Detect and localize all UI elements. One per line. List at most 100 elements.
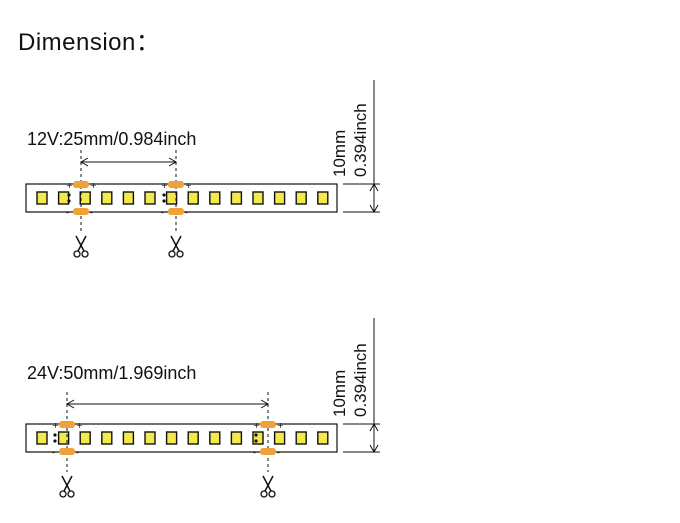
scissors-icon [59, 475, 75, 498]
led-chip [230, 191, 243, 205]
led-chip [101, 431, 113, 445]
led-chip [122, 431, 135, 445]
copper-pad [260, 448, 276, 455]
plus-sign-icon: + [66, 181, 73, 190]
solder-dot [67, 193, 71, 197]
led-strip [25, 423, 338, 453]
page-title: Dimension： [18, 29, 161, 56]
scissors-handle [168, 250, 176, 258]
minus-sign-icon: - [66, 208, 69, 217]
scissors-blade [63, 475, 73, 492]
scissors-blade [264, 475, 274, 492]
strip-outline [25, 423, 338, 453]
led-chip [36, 191, 48, 205]
strip-width-mm: 10mm [330, 130, 349, 177]
scissors-blade [61, 475, 71, 492]
led-chip [144, 431, 156, 445]
arrow-down-icon [369, 204, 379, 214]
arrow-down-icon [369, 444, 379, 454]
strip-width-mm: 10mm [330, 370, 349, 417]
minus-sign-icon: - [52, 448, 55, 457]
led-chip [165, 431, 178, 445]
plus-sign-icon: + [185, 181, 192, 190]
plus-sign-icon: + [76, 421, 83, 430]
scissors-handle [59, 490, 67, 498]
copper-pad [168, 181, 184, 188]
copper-pad [73, 181, 89, 188]
arrow-up-icon [369, 422, 379, 432]
led-chip [273, 191, 286, 205]
led-chip [295, 431, 307, 445]
cut-mark: + + - - [66, 150, 97, 258]
copper-pad [59, 421, 75, 428]
cut-mark: + + - - [253, 392, 284, 498]
led-chip [252, 431, 264, 445]
led-chip [295, 191, 307, 205]
led-chip [209, 191, 221, 205]
scissors-blade [172, 235, 182, 252]
minus-sign-icon: - [277, 448, 280, 457]
strip-width-inch: 0.394inch [351, 103, 370, 177]
scissors-icon [260, 475, 276, 498]
scissors-icon [73, 235, 89, 258]
scissors-handle [268, 490, 276, 498]
led-chip [165, 191, 178, 205]
led-chip [122, 191, 135, 205]
plus-sign-icon: + [90, 181, 97, 190]
led-chip [79, 431, 91, 445]
scissors-blade [75, 235, 85, 252]
strip-12v: 12V:25mm/0.984inch 10mm 0.394inch + + - - +… [25, 80, 380, 258]
led-chip [252, 191, 264, 205]
led-chip [187, 191, 199, 205]
scissors-handle [260, 490, 268, 498]
led-chip [187, 431, 199, 445]
minus-sign-icon: - [90, 208, 93, 217]
plus-sign-icon: + [161, 181, 168, 190]
led-chip [317, 191, 329, 205]
led-chip [209, 431, 221, 445]
solder-dot [162, 193, 166, 197]
plus-sign-icon: + [253, 421, 260, 430]
led-chip [57, 431, 70, 445]
minus-sign-icon: - [253, 448, 256, 457]
solder-dot [53, 439, 57, 443]
cut-mark: + + - - [161, 150, 192, 258]
cut-mark: + + - - [52, 392, 83, 498]
copper-pad [73, 208, 89, 215]
scissors-blade [262, 475, 272, 492]
minus-sign-icon: - [185, 208, 188, 217]
led-chip [273, 431, 286, 445]
cut-length-label: 12V:25mm/0.984inch [27, 129, 196, 149]
copper-pad [168, 208, 184, 215]
strip-width-inch: 0.394inch [351, 343, 370, 417]
strip-24v: 24V:50mm/1.969inch 10mm 0.394inch + + - - +… [25, 318, 380, 498]
plus-sign-icon: + [52, 421, 59, 430]
copper-pad [260, 421, 276, 428]
solder-dot [53, 433, 57, 437]
solder-dot [254, 439, 258, 443]
led-strip [25, 183, 338, 213]
scissors-blade [77, 235, 87, 252]
cut-length-label: 24V:50mm/1.969inch [27, 363, 196, 383]
minus-sign-icon: - [76, 448, 79, 457]
scissors-handle [67, 490, 75, 498]
plus-sign-icon: + [277, 421, 284, 430]
scissors-handle [81, 250, 89, 258]
led-chip [57, 191, 70, 205]
scissors-handle [176, 250, 184, 258]
scissors-handle [73, 250, 81, 258]
led-chip [79, 191, 91, 205]
led-chip [230, 431, 243, 445]
led-chip [36, 431, 48, 445]
copper-pad [59, 448, 75, 455]
solder-dot [162, 199, 166, 203]
minus-sign-icon: - [161, 208, 164, 217]
arrow-up-icon [369, 182, 379, 192]
scissors-blade [170, 235, 180, 252]
led-chip [144, 191, 156, 205]
solder-dot [67, 199, 71, 203]
solder-dot [254, 433, 258, 437]
scissors-icon [168, 235, 184, 258]
led-chip [101, 191, 113, 205]
